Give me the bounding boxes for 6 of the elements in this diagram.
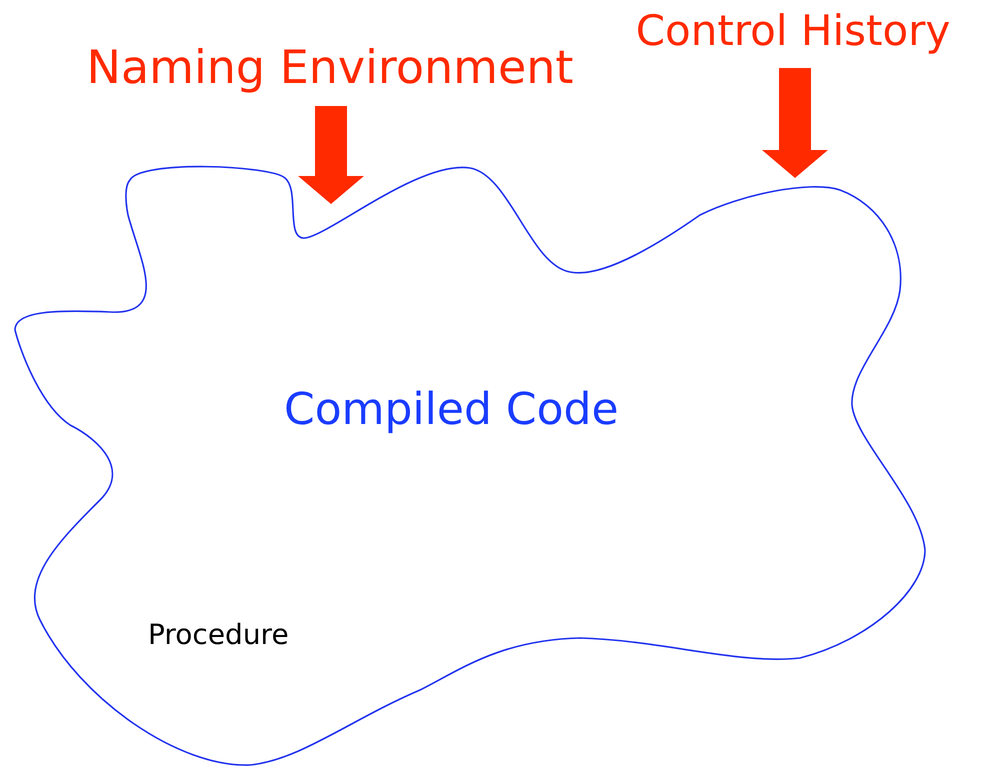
arrow [762,68,828,178]
arrow [298,106,364,204]
heading-label: Naming Environment [86,42,574,93]
procedure-label: Procedure [148,620,289,651]
title-label: Compiled Code [284,386,619,434]
heading-label: Control History [634,8,952,54]
